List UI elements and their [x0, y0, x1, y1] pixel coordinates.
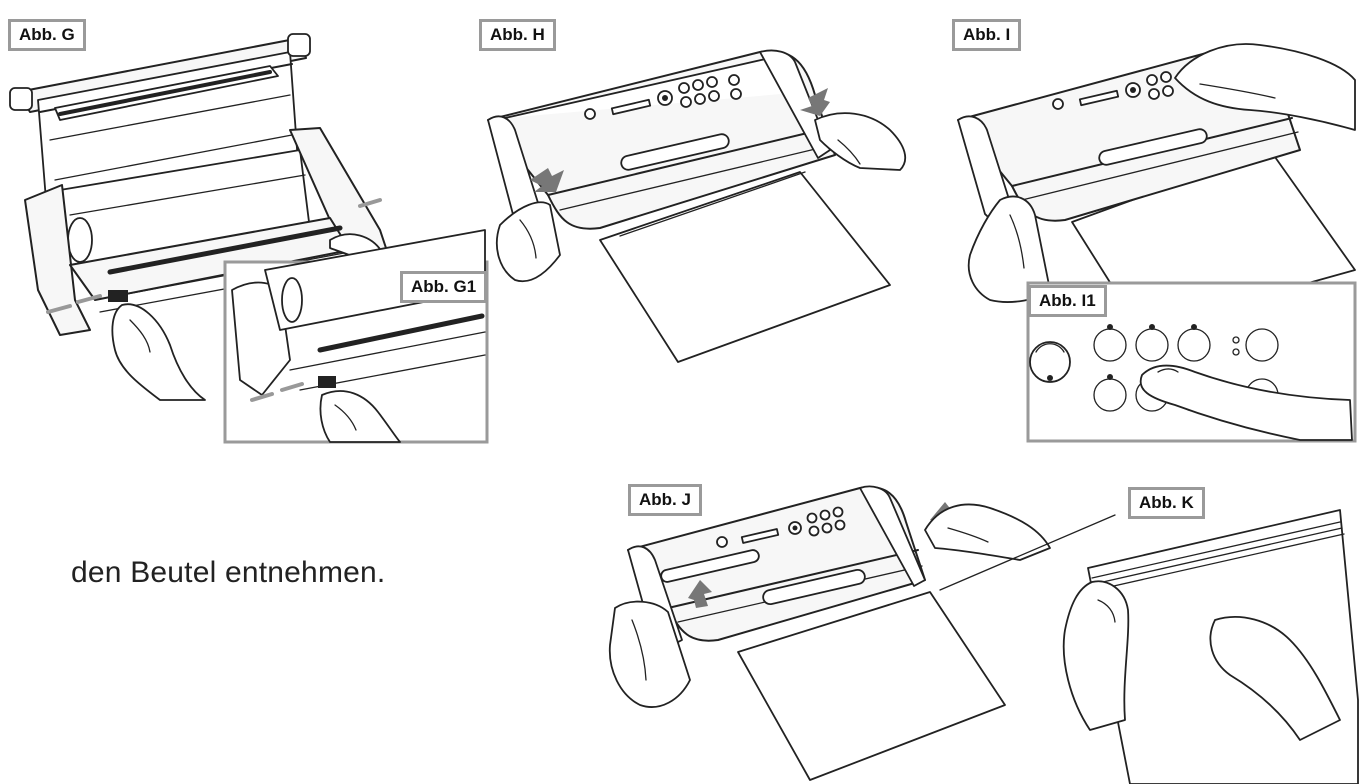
figure-g1-illustration — [223, 229, 489, 444]
figure-label-i1: Abb. I1 — [1028, 285, 1107, 317]
figure-label-h: Abb. H — [479, 19, 556, 51]
figure-label-k: Abb. K — [1128, 487, 1205, 519]
figure-j-illustration — [608, 485, 1116, 781]
figure-label-g1: Abb. G1 — [400, 271, 488, 303]
figure-i1-illustration — [1026, 281, 1357, 443]
figure-label-i: Abb. I — [952, 19, 1022, 51]
figure-h-illustration — [487, 49, 907, 363]
figure-label-g: Abb. G — [8, 19, 86, 51]
figure-label-j: Abb. J — [628, 484, 702, 516]
figure-g-illustration — [9, 33, 391, 401]
figure-k-illustration — [1062, 509, 1359, 784]
instruction-caption: den Beutel entnehmen. — [71, 556, 386, 589]
